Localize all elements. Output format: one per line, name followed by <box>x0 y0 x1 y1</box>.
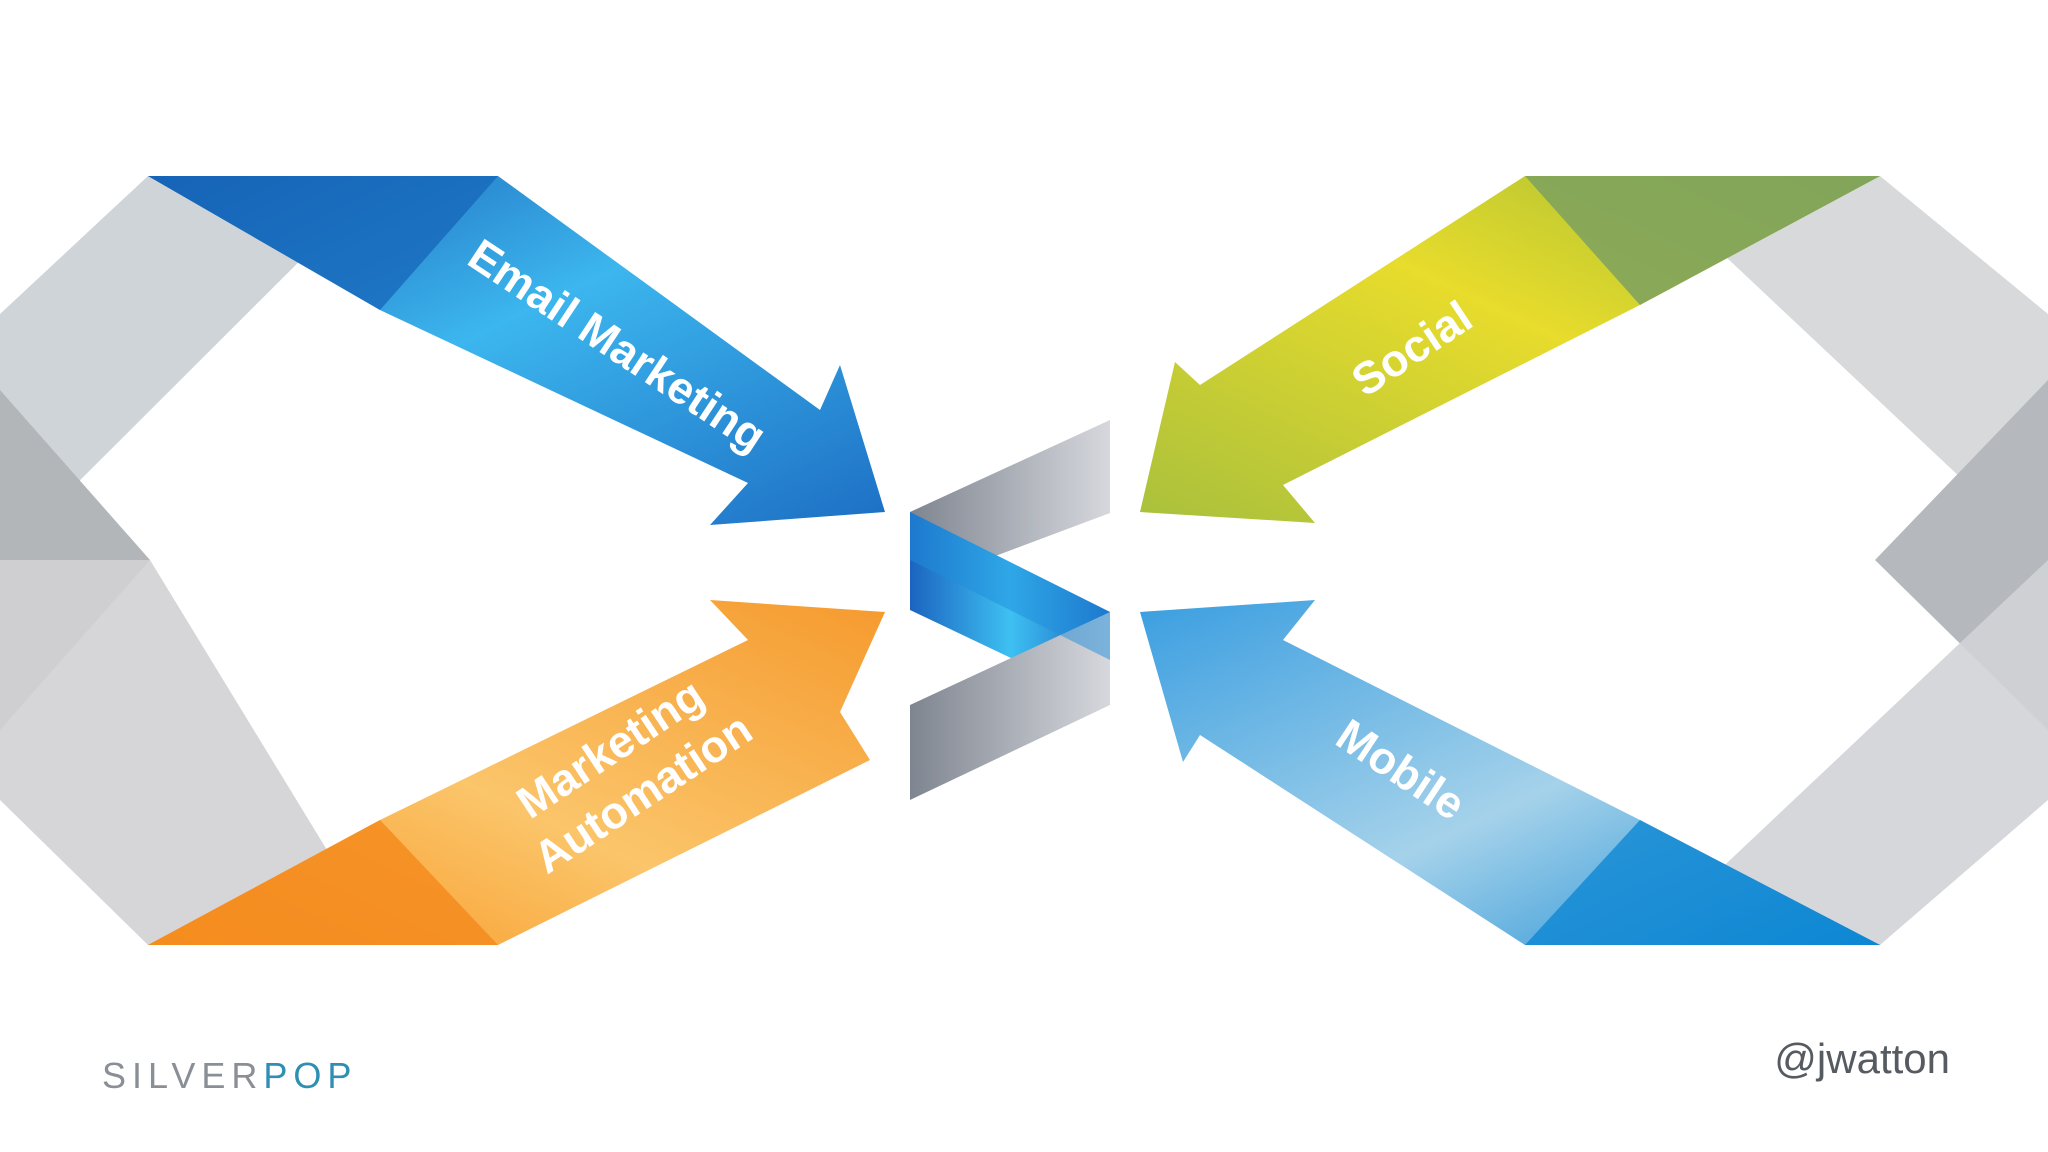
silverpop-s-logo <box>910 420 1110 800</box>
right-gray-ribbon <box>1640 176 2048 945</box>
silverpop-logo: SILVERPOP <box>102 1055 357 1097</box>
social-arrow: Social <box>1140 176 1880 523</box>
left-gray-ribbon <box>0 176 385 945</box>
email-marketing-arrow: Email Marketing <box>148 176 885 525</box>
mobile-arrow: Mobile <box>1140 600 1880 945</box>
brand-part-pop: POP <box>263 1055 358 1096</box>
brand-part-silver: SILVER <box>102 1055 264 1096</box>
twitter-handle: @jwatton <box>1774 1035 1950 1082</box>
